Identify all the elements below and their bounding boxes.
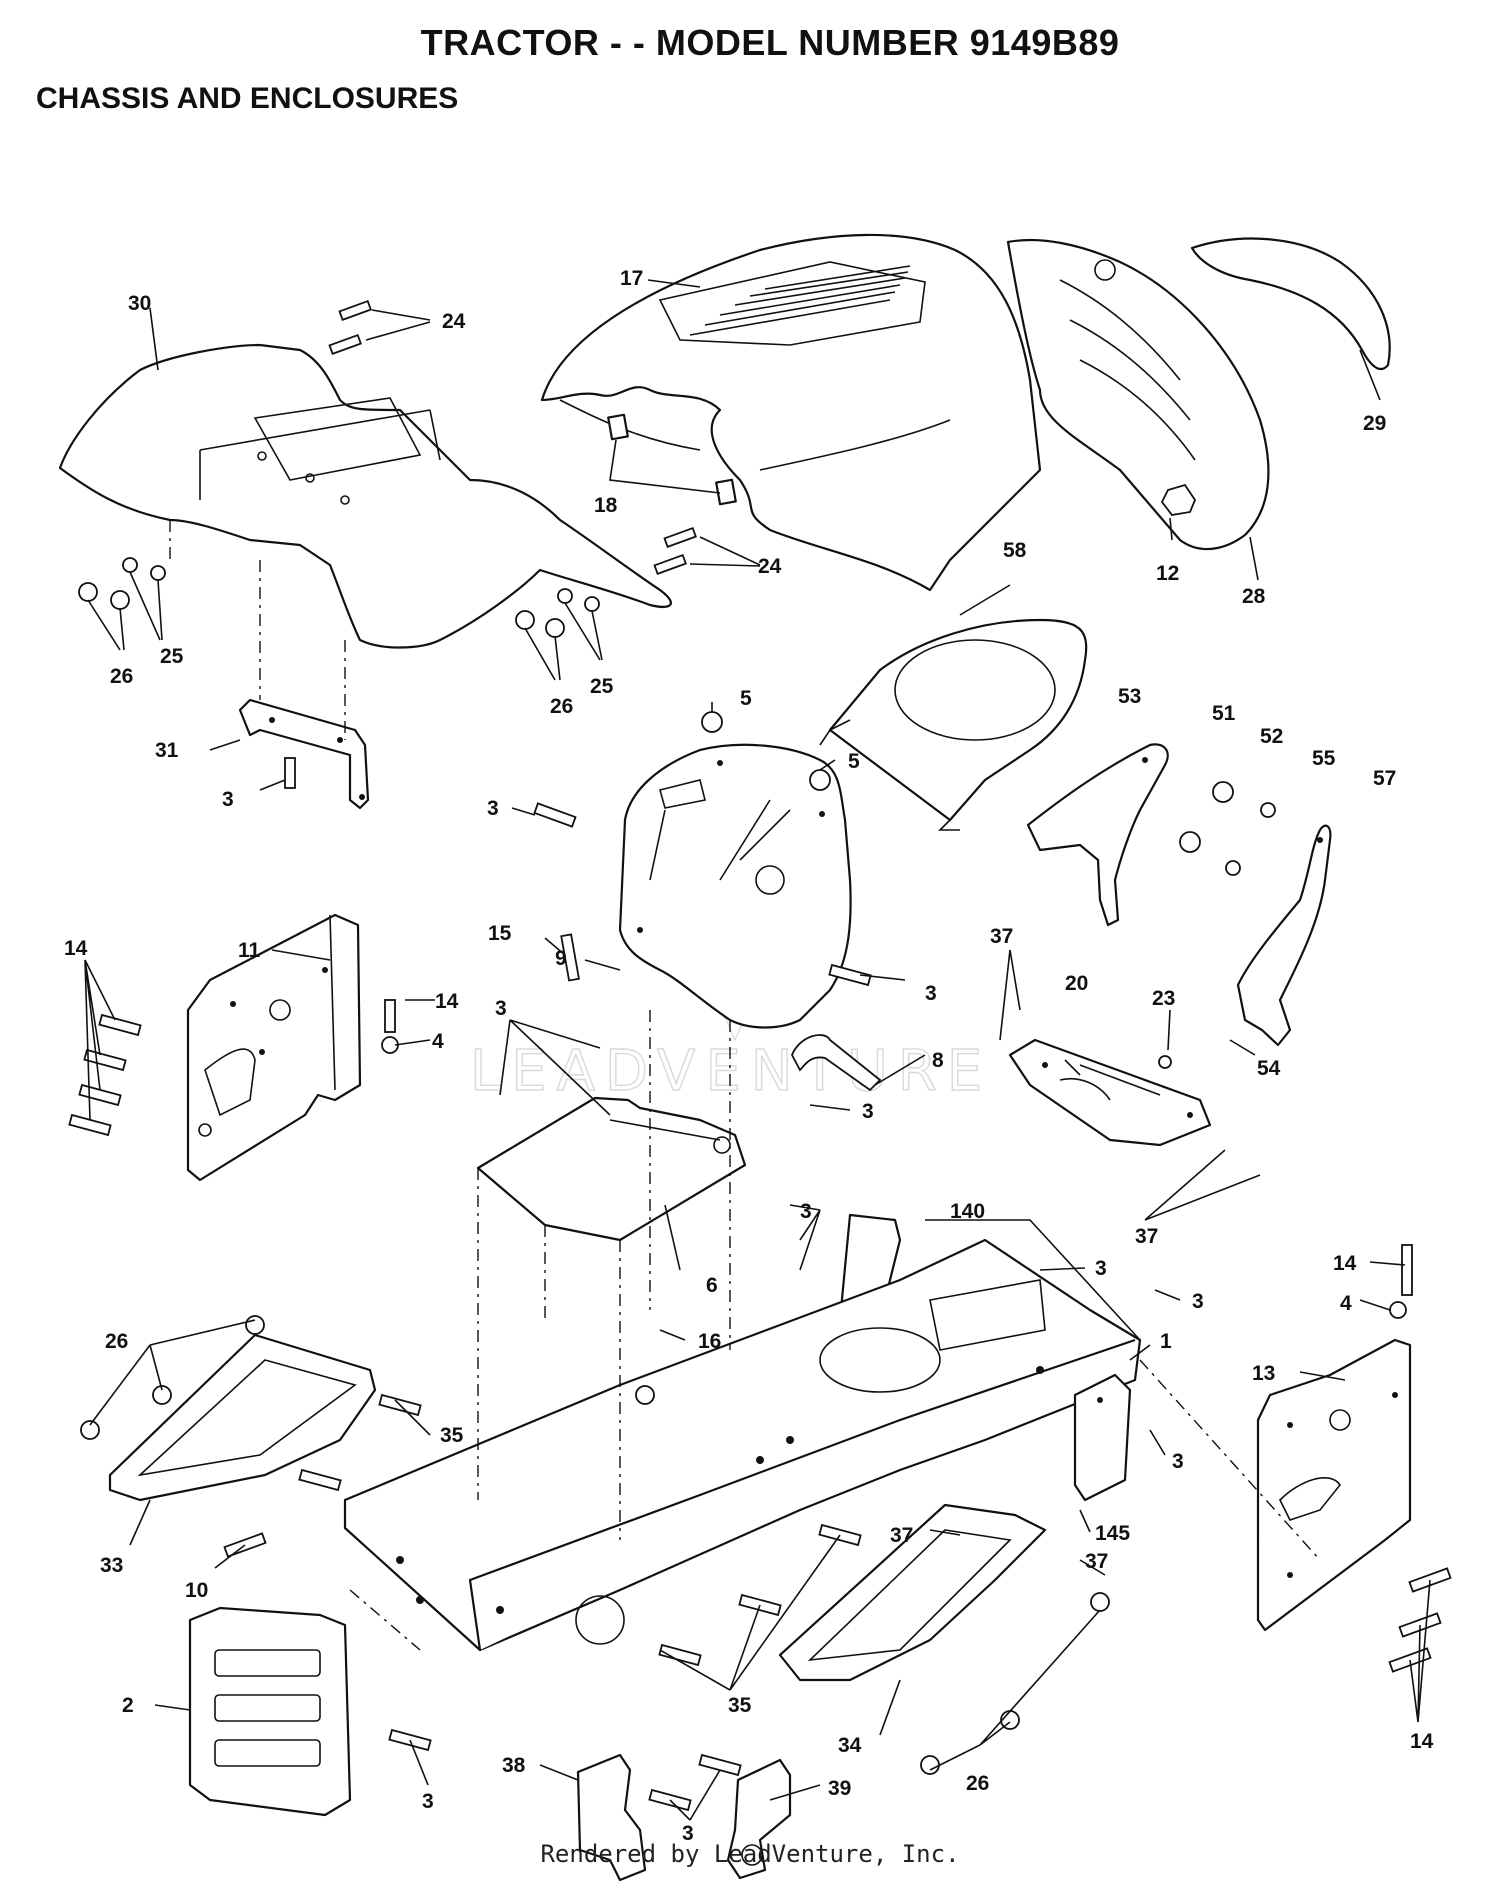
part-20-bracket (1008, 1038, 1212, 1147)
callout-14: 14 (435, 990, 459, 1013)
callout-23: 23 (1152, 987, 1175, 1010)
callout-26: 26 (966, 1772, 989, 1795)
part-33-footrest (108, 1333, 377, 1502)
callout-3: 3 (422, 1790, 434, 1813)
callout-57: 57 (1373, 767, 1396, 790)
callout-12: 12 (1156, 562, 1179, 585)
callout-17: 17 (620, 267, 643, 290)
callout-51: 51 (1212, 702, 1236, 725)
callout-35: 35 (440, 1424, 464, 1447)
part-13-side-panel (1256, 1338, 1412, 1632)
part-53-bracket (1026, 743, 1169, 927)
callout-25: 25 (160, 645, 184, 668)
part-29-trim (1190, 237, 1391, 371)
callout-24: 24 (758, 555, 782, 578)
callout-53: 53 (1118, 685, 1141, 708)
page-title: TRACTOR - - MODEL NUMBER 9149B89 (420, 22, 1120, 63)
callout-25: 25 (590, 675, 614, 698)
callout-3: 3 (1192, 1290, 1204, 1313)
callout-14: 14 (1410, 1730, 1434, 1753)
callout-34: 34 (838, 1734, 862, 1757)
callout-29: 29 (1363, 412, 1386, 435)
callout-13: 13 (1252, 1362, 1275, 1385)
part-28-grille (1006, 238, 1270, 551)
callout-3: 3 (1172, 1450, 1184, 1473)
callout-9: 9 (555, 947, 567, 970)
part-39-bracket (726, 1758, 792, 1880)
callout-1: 1 (1160, 1330, 1172, 1353)
part-145-bracket (1073, 1373, 1132, 1502)
part-30-fender (58, 343, 672, 649)
callout-26: 26 (105, 1330, 128, 1353)
part-2-rear-plate (188, 1606, 352, 1817)
callout-24: 24 (442, 310, 466, 333)
callout-3: 3 (925, 982, 937, 1005)
callout-labels: 17 30 24 24 29 18 12 28 58 26 25 26 25 5… (64, 267, 1434, 1845)
callout-18: 18 (594, 494, 618, 517)
callout-4: 4 (1340, 1292, 1352, 1315)
callout-3: 3 (1095, 1257, 1107, 1280)
callout-140: 140 (950, 1200, 985, 1223)
callout-20: 20 (1065, 972, 1088, 995)
callout-52: 52 (1260, 725, 1283, 748)
callout-37: 37 (1135, 1225, 1158, 1248)
part-58-shroud (819, 618, 1088, 831)
callout-3: 3 (800, 1200, 812, 1223)
callout-3: 3 (487, 797, 499, 820)
footer-credit: Rendered by LeadVenture, Inc. (540, 1840, 960, 1868)
part-38-bracket (576, 1753, 647, 1882)
callout-38: 38 (502, 1754, 526, 1777)
callout-37: 37 (990, 925, 1013, 948)
callout-5: 5 (848, 750, 860, 773)
assembly-centerlines (169, 520, 1321, 1651)
part-17-hood (540, 233, 1042, 592)
callout-3: 3 (222, 788, 234, 811)
callout-3: 3 (495, 997, 507, 1020)
part-1-frame (343, 1238, 1142, 1652)
part-34-footrest (778, 1503, 1047, 1682)
callout-2: 2 (122, 1694, 134, 1717)
part-31-bracket (238, 698, 370, 810)
part-11-side-panel (186, 913, 362, 1182)
callout-16: 16 (698, 1330, 721, 1353)
callout-37: 37 (890, 1524, 913, 1547)
callout-26: 26 (110, 665, 133, 688)
callout-8: 8 (932, 1049, 944, 1072)
callout-145: 145 (1095, 1522, 1130, 1545)
leader-lines (84, 279, 1431, 1821)
callout-58: 58 (1003, 539, 1027, 562)
callout-10: 10 (185, 1579, 208, 1602)
part-55-plate (1236, 824, 1332, 1047)
callout-30: 30 (128, 292, 151, 315)
part-9-console (618, 743, 852, 1029)
callout-4: 4 (432, 1030, 444, 1053)
callout-14: 14 (64, 937, 88, 960)
watermark-text: LEADVENTURE (470, 1039, 992, 1104)
callout-37: 37 (1085, 1550, 1108, 1573)
callout-39: 39 (828, 1777, 851, 1800)
part-8-clip (791, 1034, 882, 1092)
callout-14: 14 (1333, 1252, 1357, 1275)
callout-31: 31 (155, 739, 179, 762)
callout-28: 28 (1242, 585, 1266, 608)
callout-6: 6 (706, 1274, 718, 1297)
callout-55: 55 (1312, 747, 1336, 770)
callout-26: 26 (550, 695, 573, 718)
section-title: CHASSIS AND ENCLOSURES (36, 82, 459, 115)
callout-11: 11 (238, 939, 261, 962)
part-6-floor-plate (476, 1096, 747, 1242)
callout-15: 15 (488, 922, 512, 945)
callout-54: 54 (1257, 1057, 1281, 1080)
callout-35: 35 (728, 1694, 752, 1717)
callout-3: 3 (862, 1100, 874, 1123)
part-12-clip-nut (1160, 483, 1197, 516)
callout-5: 5 (740, 687, 752, 710)
callout-33: 33 (100, 1554, 123, 1577)
callout-3: 3 (682, 1822, 694, 1845)
